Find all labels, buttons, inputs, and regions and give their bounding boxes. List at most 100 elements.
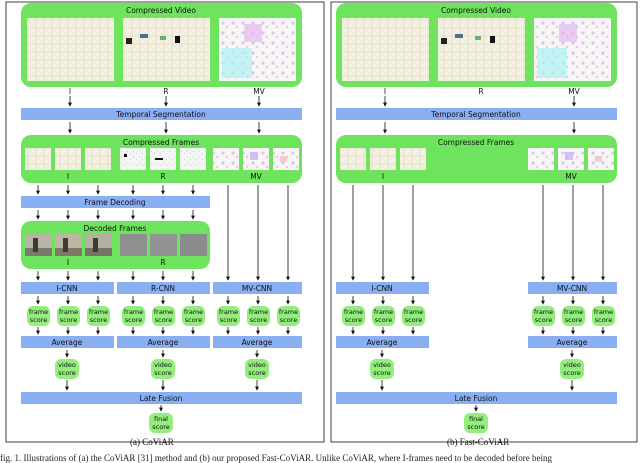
- left-score-to-average-arrows: [36, 327, 290, 335]
- left-mv-cnn-label: MV-CNN: [242, 284, 272, 293]
- right-frame-score-pills: [342, 306, 615, 326]
- left-average-bar-i: [21, 336, 114, 348]
- left-frame-score-line2: score: [90, 316, 107, 324]
- left-video-score-arrows: [65, 380, 259, 391]
- left-final-score-line1: final: [154, 415, 168, 423]
- left-frame-decoding-label: Frame Decoding: [84, 198, 145, 207]
- left-compressed-frames-title: Compressed Frames: [123, 138, 199, 147]
- right-frame-score-line2: score: [405, 316, 422, 324]
- left-average-out-arrows: [65, 350, 259, 358]
- right-frame-score-line1: frame: [594, 308, 613, 316]
- left-frame-score-line1: frame: [29, 308, 48, 316]
- left-decoded-i-images: [25, 234, 112, 256]
- right-frames-i-group: [340, 148, 426, 170]
- left-video-score-pill-mv: [245, 359, 269, 379]
- right-frame-score-line1: frame: [374, 308, 393, 316]
- left-decoded-frames-panel: [21, 221, 210, 269]
- right-input-label-i: I: [384, 87, 386, 96]
- left-frame-score-line2: score: [280, 316, 297, 324]
- left-mv-cnn-bar: [213, 282, 302, 294]
- right-compressed-video-title: Compressed Video: [441, 6, 511, 15]
- right-late-fusion-bar: [336, 392, 617, 404]
- right-video-score-line2: score: [563, 369, 580, 377]
- right-compressed-frames-panel: [336, 135, 617, 183]
- right-average-label-i: Average: [367, 338, 398, 347]
- left-temporal-segmentation-label: Temporal Segmentation: [115, 110, 206, 119]
- right-video-score-pill-i: [370, 359, 394, 379]
- right-frame-label-mv: MV: [565, 172, 577, 181]
- right-frame-score-line2: score: [595, 316, 612, 324]
- right-video-i-thumbnail: [342, 18, 429, 81]
- left-late-fusion-bar: [21, 392, 302, 404]
- right-final-score-pill: [464, 413, 488, 433]
- left-frame-score-line2: score: [250, 316, 267, 324]
- left-to-decoding-arrows: [36, 185, 195, 195]
- left-temporal-segmentation-bar: [21, 108, 302, 120]
- left-average-label-i: Average: [52, 338, 83, 347]
- left-average-label-mv: Average: [242, 338, 273, 347]
- right-final-score-line1: final: [469, 415, 483, 423]
- right-average-bar-mv: [528, 336, 617, 348]
- left-video-score-line2: score: [248, 369, 265, 377]
- right-video-score-pill-mv: [560, 359, 584, 379]
- left-frame-score-line1: frame: [279, 308, 298, 316]
- right-video-score-line1: video: [563, 361, 581, 369]
- left-frames-mv-group: [213, 148, 299, 170]
- figure-note: fig. 1. Illustrations of (a) the CoViAR …: [0, 453, 552, 463]
- right-video-score-line1: video: [373, 361, 391, 369]
- right-panel-border: [330, 1, 638, 443]
- left-r-cnn-label: R-CNN: [151, 284, 175, 293]
- right-input-label-mv: MV: [568, 87, 580, 96]
- right-mv-cnn-label: MV-CNN: [557, 284, 587, 293]
- right-cnn-out-arrows: [351, 296, 605, 305]
- left-frame-score-line1: frame: [154, 308, 173, 316]
- right-frame-score-line2: score: [565, 316, 582, 324]
- left-frame-score-line1: frame: [219, 308, 238, 316]
- left-frame-score-line1: frame: [59, 308, 78, 316]
- left-frame-label-r: R: [160, 172, 165, 181]
- left-frame-score-line2: score: [60, 316, 77, 324]
- left-frame-decoding-bar: [21, 196, 210, 208]
- right-i-cnn-label: I-CNN: [371, 284, 392, 293]
- left-input-label-r: R: [163, 87, 168, 96]
- right-score-to-average-arrows: [351, 327, 605, 335]
- left-final-score-pill: [149, 413, 173, 433]
- left-final-score-line2: score: [152, 423, 169, 431]
- right-frame-score-line2: score: [345, 316, 362, 324]
- left-video-score-line1: video: [248, 361, 266, 369]
- right-frame-score-line1: frame: [344, 308, 363, 316]
- left-panel-caption: (a) CoViAR: [130, 437, 174, 447]
- left-average-bar-r: [117, 336, 210, 348]
- pipeline-diagram: Compressed Video I R MV Temporal Segment…: [5, 1, 638, 443]
- left-i-cnn-label: I-CNN: [56, 284, 77, 293]
- left-frame-score-line2: score: [185, 316, 202, 324]
- left-input-label-i: I: [69, 87, 71, 96]
- left-frames-i-group: [25, 148, 111, 170]
- right-late-fusion-label: Late Fusion: [455, 394, 498, 403]
- left-frame-score-line1: frame: [184, 308, 203, 316]
- left-frame-label-i: I: [67, 172, 69, 181]
- left-average-bar-mv: [213, 336, 302, 348]
- left-frames-r-group: [120, 148, 206, 170]
- right-segmentation-arrows: [383, 122, 576, 134]
- left-video-score-pill-i: [55, 359, 79, 379]
- left-decoded-label-r: R: [160, 258, 165, 267]
- left-to-cnn-arrows: [36, 185, 290, 281]
- right-frame-score-line1: frame: [534, 308, 553, 316]
- right-frame-score-line1: frame: [404, 308, 423, 316]
- left-video-score-line2: score: [58, 369, 75, 377]
- right-frames-mv-group: [528, 148, 614, 170]
- left-frame-score-line1: frame: [249, 308, 268, 316]
- right-average-label-mv: Average: [557, 338, 588, 347]
- left-i-cnn-bar: [21, 282, 114, 294]
- left-compressed-video-title: Compressed Video: [126, 6, 196, 15]
- right-video-r-thumbnail: [438, 18, 525, 81]
- left-decoded-label-i: I: [67, 258, 69, 267]
- right-i-cnn-bar: [336, 282, 429, 294]
- left-average-label-r: Average: [148, 338, 179, 347]
